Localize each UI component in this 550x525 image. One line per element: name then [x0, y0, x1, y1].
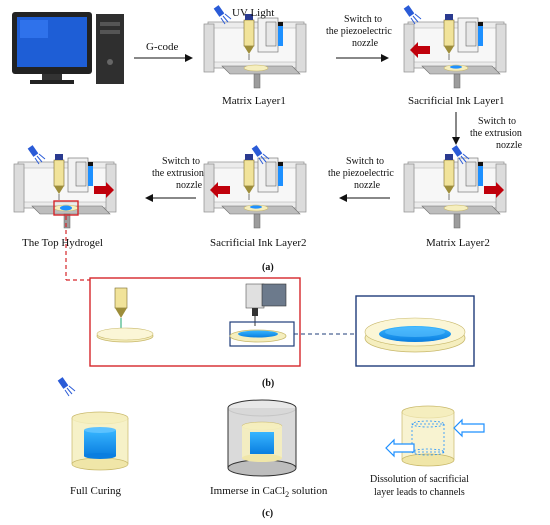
gcode-label: G-code: [146, 41, 178, 53]
uv-light-label: UV Light: [232, 7, 274, 19]
move-left-arrow: [410, 42, 430, 58]
printer-sacrificial-layer1: [403, 13, 507, 89]
extrusion-nozzle-closeup: [96, 287, 154, 343]
flow-arrow-out: [385, 438, 415, 458]
zoom-box-red: [89, 277, 301, 367]
caption-sacrificial-ink-layer2: Sacrificial Ink Layer2: [210, 237, 307, 249]
piezo-nozzle-closeup: [229, 283, 295, 347]
printer-matrix-layer2: [403, 153, 507, 229]
printer-matrix-layer1: [203, 13, 307, 89]
panel-label-c: (c): [262, 508, 273, 519]
switch-extrusion-1-line1: Switch to: [478, 116, 516, 127]
dissolution-cup: [385, 405, 485, 467]
full-curing-cup: [71, 411, 129, 471]
switch-piezo-1-line1: Switch to: [344, 14, 382, 25]
panel-label-a: (a): [262, 262, 274, 273]
caption-sacrificial-ink-layer1: Sacrificial Ink Layer1: [408, 95, 505, 107]
switch-extrusion-2-line1: Switch to: [162, 156, 200, 167]
switch-piezo-1-line2: the piezoelectric: [326, 26, 392, 37]
panel-label-b: (b): [262, 378, 274, 389]
switch-extrusion-1-line2: the extrusion: [470, 128, 522, 139]
uv-light-icon: [213, 4, 232, 25]
printer-sacrificial-layer2: [203, 153, 307, 229]
cacl2-beaker: [227, 399, 297, 477]
caption-dissolution-line2: layer leads to channels: [374, 487, 465, 498]
switch-extrusion-2-line3: nozzle: [176, 180, 203, 191]
switch-piezo-2-line3: nozzle: [354, 180, 381, 191]
computer-icon: [12, 12, 124, 84]
switch-extrusion-2-line2: the extrusion: [152, 168, 204, 179]
uv-lamp-curing-icon: [57, 376, 76, 397]
caption-dissolution-line1: Dissolution of sacrificial: [370, 474, 469, 485]
caption-full-curing: Full Curing: [70, 485, 122, 497]
zoom-box-blue-large: [355, 295, 475, 367]
caption-immerse: Immerse in CaCl2 solution: [210, 485, 328, 499]
caption-matrix-layer2: Matrix Layer2: [426, 237, 490, 249]
switch-piezo-2-line2: the piezoelectric: [328, 168, 394, 179]
layer-closeup: [364, 317, 466, 353]
caption-top-hydrogel: The Top Hydrogel: [22, 237, 103, 249]
switch-piezo-1-line3: nozzle: [352, 38, 379, 49]
switch-piezo-2-line1: Switch to: [346, 156, 384, 167]
switch-extrusion-1-line3: nozzle: [496, 140, 523, 151]
caption-matrix-layer1: Matrix Layer1: [222, 95, 286, 107]
flow-arrow-in: [453, 418, 485, 438]
printer-top-hydrogel: [13, 153, 117, 229]
